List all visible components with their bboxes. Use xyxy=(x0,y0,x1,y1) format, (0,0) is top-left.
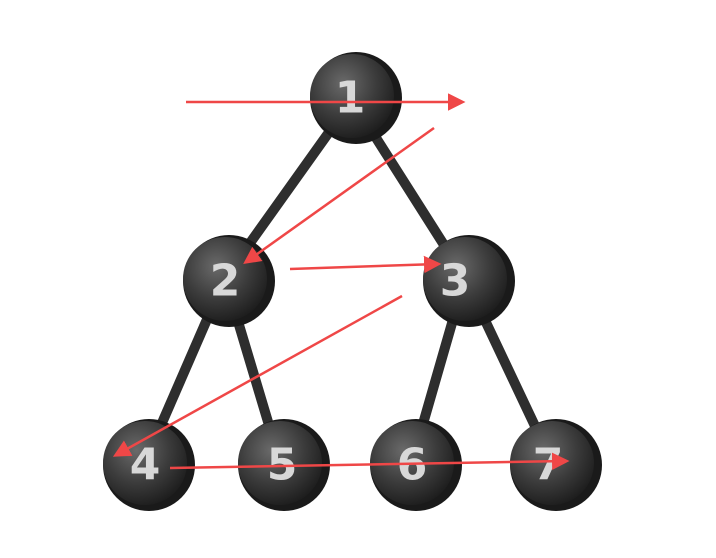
tree-node-1: 1 xyxy=(310,52,402,144)
node-label-7: 7 xyxy=(533,440,564,491)
arrow-4-to-7 xyxy=(169,452,570,470)
tree-node-2: 2 xyxy=(183,235,275,327)
node-label-4: 4 xyxy=(130,440,161,491)
tree-node-3: 3 xyxy=(423,235,515,327)
node-label-3: 3 xyxy=(440,256,471,307)
tree-node-7: 7 xyxy=(510,419,602,511)
arrow-3-to-4 xyxy=(112,294,403,457)
tree-node-4: 4 xyxy=(103,419,195,511)
node-label-1: 1 xyxy=(335,73,366,124)
arrow-1-to-2 xyxy=(243,126,435,265)
tree-nodes: 1 2 3 4 5 xyxy=(103,52,602,511)
arrow-2-to-3 xyxy=(289,255,442,274)
traversal-arrows xyxy=(112,93,570,470)
node-label-2: 2 xyxy=(210,256,241,307)
